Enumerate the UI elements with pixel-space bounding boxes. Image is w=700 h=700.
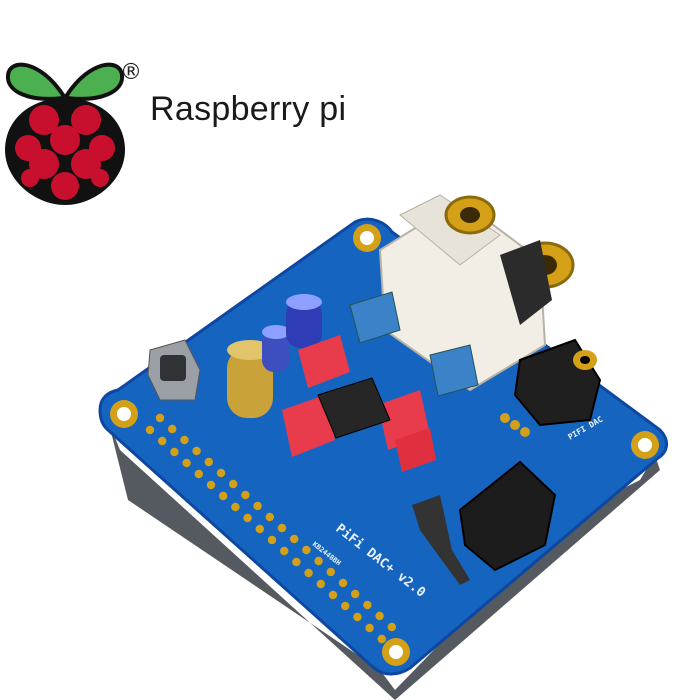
gpio-pin [168, 424, 177, 434]
gpio-pin [375, 611, 384, 621]
gpio-pin [363, 600, 372, 610]
dac-chip [317, 377, 391, 439]
gpio-pin [341, 601, 350, 611]
gpio-pin [290, 534, 299, 544]
gpio-pin [158, 436, 167, 446]
gpio-pin [253, 501, 262, 511]
gpio-pin [316, 579, 325, 589]
mounting-holes [110, 224, 659, 666]
logo-leaf-left [5, 62, 65, 101]
gpio-pin [280, 546, 289, 556]
voltage-regulator [412, 460, 557, 585]
logo-berry-drupes [15, 105, 115, 200]
gpio-pin [265, 512, 274, 522]
gpio-pin [216, 468, 226, 478]
board-edge [108, 420, 660, 700]
gpio-pin [267, 535, 277, 545]
gpio-pin [182, 458, 191, 468]
gpio-pin [231, 502, 240, 512]
gpio-pin [377, 634, 386, 644]
gpio-pin [277, 523, 287, 533]
gpio-pin [229, 479, 238, 489]
electrolytic-capacitors [227, 294, 322, 418]
rca-connectors [378, 194, 575, 392]
ir-receiver [147, 339, 201, 401]
gpio-pin [194, 469, 203, 479]
gpio-pin [304, 568, 313, 578]
logo-leaf-right [65, 62, 125, 101]
gpio-pin [353, 612, 362, 622]
gpio-pin [180, 435, 189, 445]
gpio-pin [170, 447, 179, 457]
gpio-pin [328, 590, 338, 600]
gpio-pin [387, 622, 396, 632]
headphone-jack [513, 338, 602, 427]
gpio-pin [204, 457, 213, 467]
blue-capacitors [349, 291, 479, 397]
gpio-pin [292, 557, 301, 567]
gpio-pin [255, 524, 264, 534]
gpio-pin [365, 623, 374, 633]
gpio-pin [241, 490, 250, 500]
gpio-pin [243, 513, 252, 523]
gpio-pin [206, 480, 216, 490]
brand-name: Raspberry pi [150, 90, 347, 128]
three-pin-header [500, 413, 530, 437]
gpio-pin [351, 589, 360, 599]
gpio-pin [219, 491, 228, 501]
gpio-pin [314, 556, 323, 566]
raspberry-pi-logo [5, 62, 125, 205]
gpio-pin [302, 545, 311, 555]
gpio-pin [326, 567, 335, 577]
gpio-pin [338, 578, 348, 588]
registered-mark: ® [120, 60, 142, 85]
gpio-header [145, 413, 396, 644]
film-capacitors [282, 335, 436, 472]
gpio-pin [145, 425, 155, 435]
gpio-pin [192, 446, 201, 456]
gpio-pin [155, 413, 165, 423]
